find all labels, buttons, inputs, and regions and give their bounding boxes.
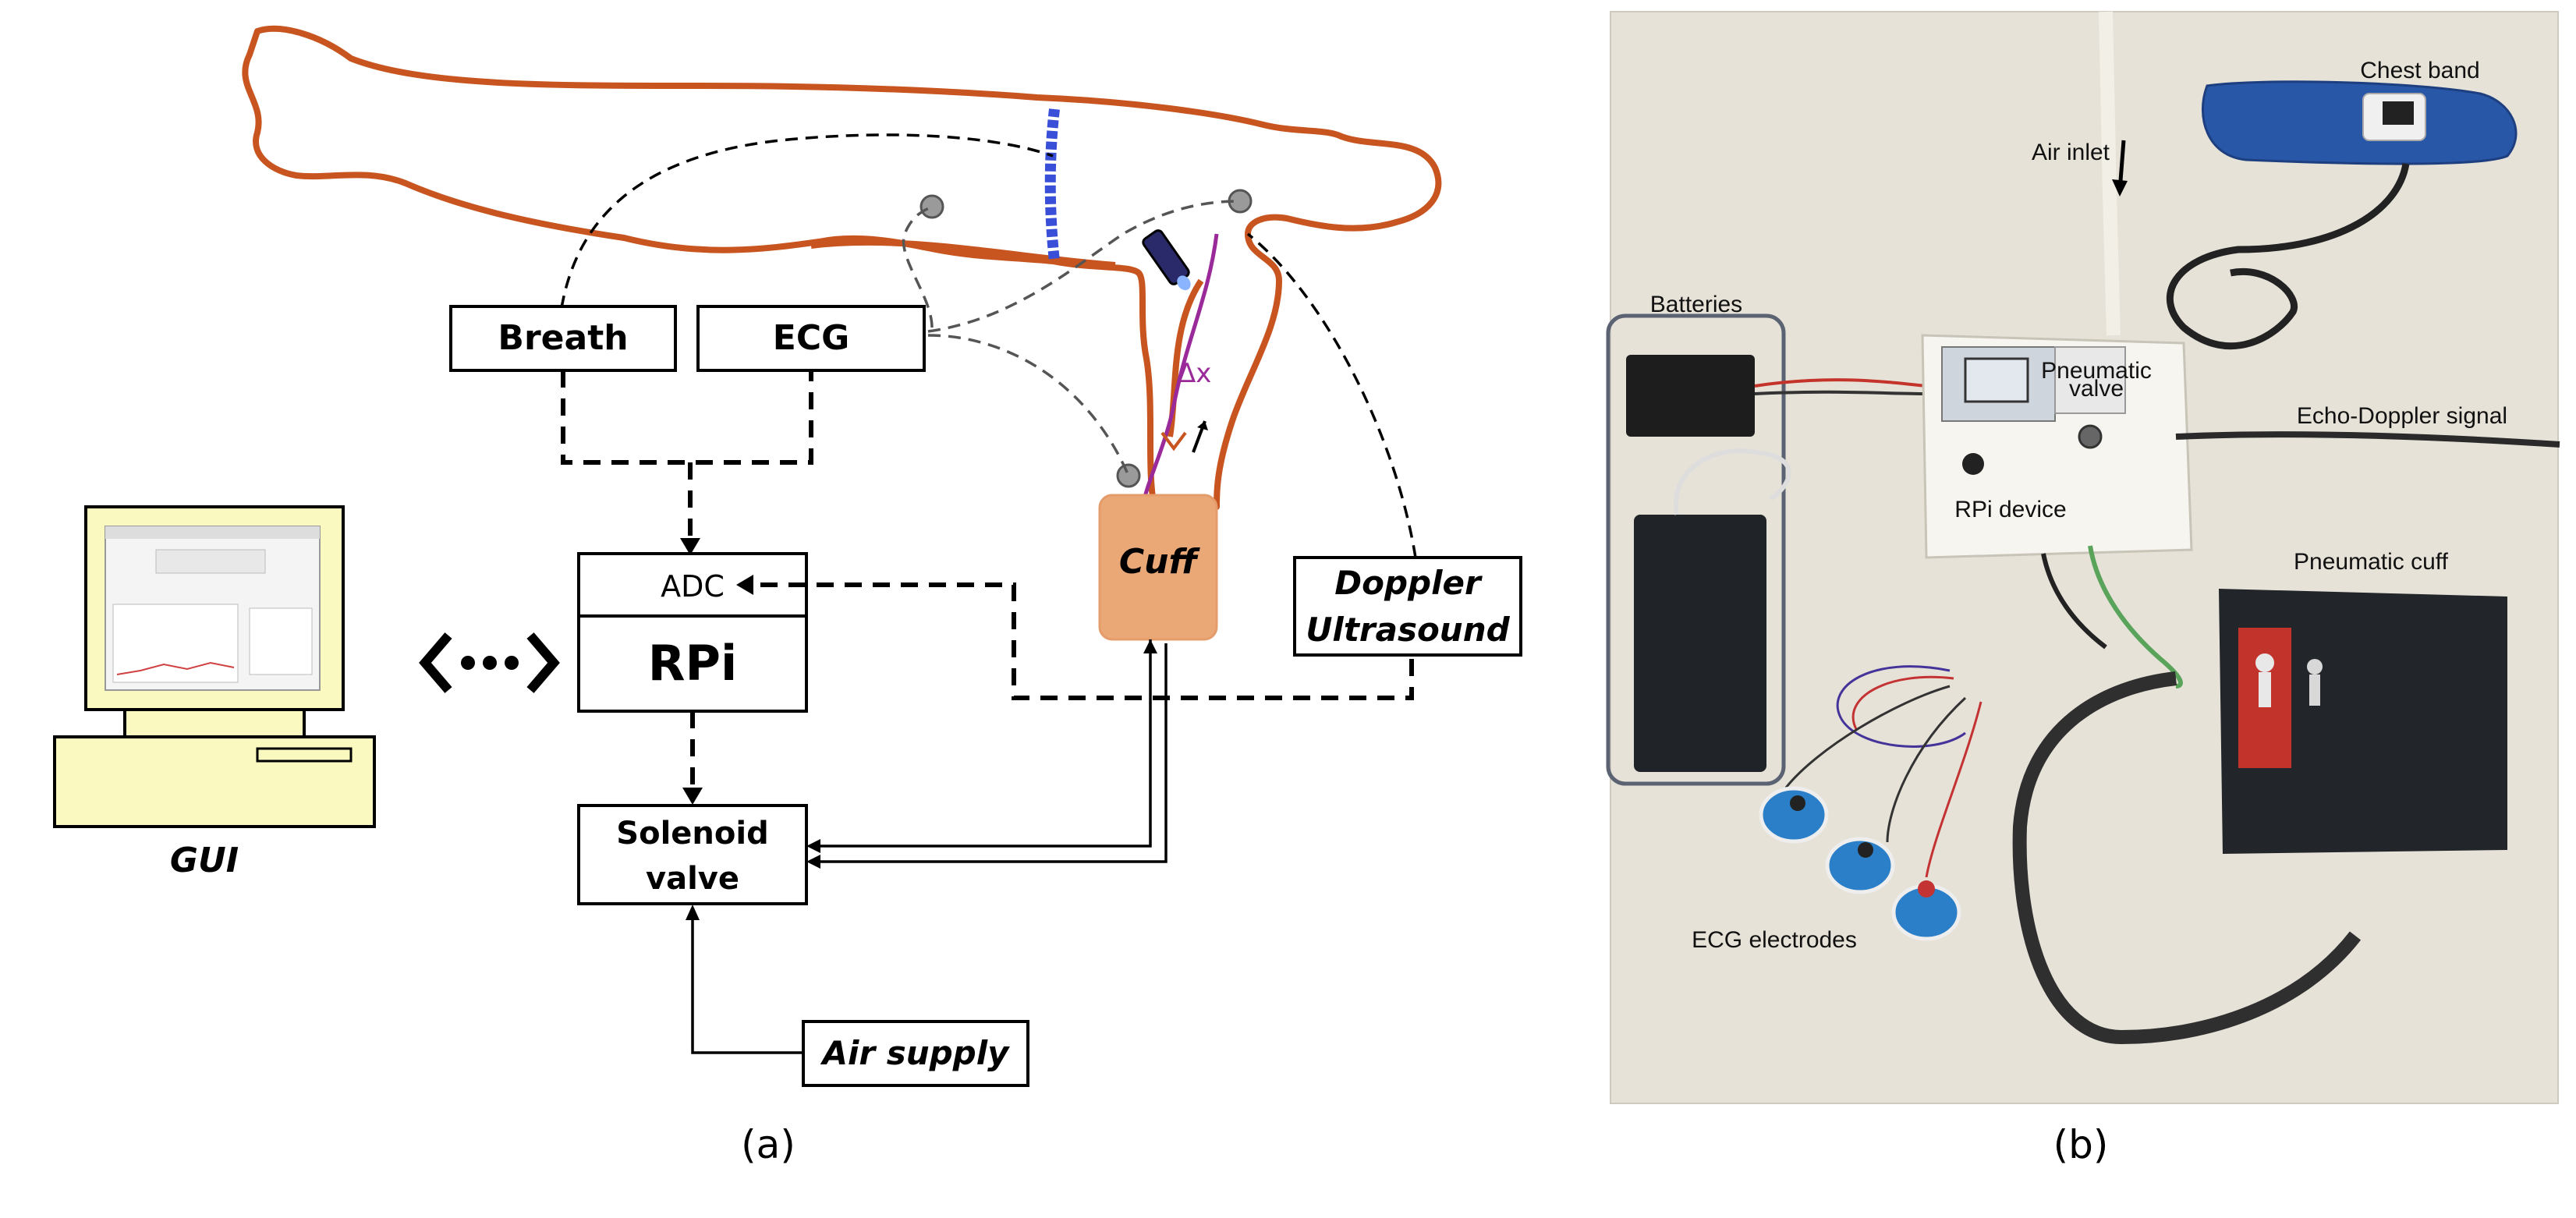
chest-band-photo	[2166, 80, 2518, 350]
batteries-label: Batteries	[1650, 292, 1742, 317]
breath-connector	[560, 133, 1054, 309]
air-inlet-arrowhead-icon	[2112, 179, 2128, 197]
solenoid-valve-block	[577, 804, 808, 905]
ecg-lead-2	[927, 200, 1241, 333]
chest-band-label: Chest band	[2360, 58, 2479, 83]
adc-arrowhead-icon	[736, 575, 753, 595]
gui-label: GUI	[170, 841, 239, 880]
doppler-ultrasound-block	[1293, 556, 1522, 657]
ecg-lead-1	[902, 205, 934, 328]
pneumatic-valve-label-line2: valve	[2069, 376, 2124, 402]
doppler-to-adc	[747, 582, 1414, 700]
doppler-label-line2: Ultrasound	[1306, 611, 1510, 649]
pneumatic-valve-label-line1: Pneumatic	[2041, 358, 2152, 384]
adc-label: ADC	[661, 569, 725, 604]
panel-a-caption: (a)	[741, 1122, 795, 1167]
air-line-1	[811, 639, 1152, 848]
chest-band-mark	[1044, 108, 1060, 262]
cuff-label: Cuff	[1119, 542, 1201, 582]
photo-background	[1610, 12, 2558, 1103]
pneumatic-cuff-label: Pneumatic cuff	[2294, 549, 2449, 575]
ecg-block	[696, 305, 926, 372]
cuff-block	[1098, 494, 1218, 641]
air-inlet-label: Air inlet	[2032, 140, 2110, 165]
echo-doppler-cable	[2175, 431, 2560, 448]
air-arrowhead-2-icon	[806, 855, 820, 869]
air-supply-arrowhead-icon	[686, 905, 700, 920]
solenoid-label-line2: valve	[646, 861, 739, 897]
signal-bus	[561, 370, 813, 465]
ecg-electrode-dot	[1116, 463, 1141, 488]
panel-b-caption: (b)	[2053, 1122, 2109, 1167]
air-supply-line	[691, 916, 803, 1054]
air-line-2	[811, 643, 1168, 863]
battery-large	[1634, 515, 1766, 772]
cuff-arrowhead-icon	[1143, 639, 1157, 653]
ecg-lead-3	[927, 334, 1130, 476]
doppler-label-line1: Doppler	[1334, 564, 1483, 602]
pneumatic-cuff-photo	[2219, 589, 2507, 854]
cuff-hose	[2012, 671, 2362, 1045]
rpi-device-photo	[1921, 334, 2193, 559]
bidirectional-link-icon	[419, 632, 560, 693]
echo-doppler-label: Echo-Doppler signal	[2297, 403, 2507, 429]
solenoid-label-line1: Solenoid	[616, 816, 768, 852]
body-leg-line	[810, 239, 1116, 268]
air-arrowhead-1-icon	[806, 839, 820, 853]
ecg-electrodes-label: ECG electrodes	[1692, 927, 1857, 953]
panel-b: Chest band Air inlet Batteries Pneumatic…	[1606, 11, 2560, 1167]
ecg-electrode-dot	[919, 194, 944, 219]
ecg-label: ECG	[773, 318, 849, 358]
delta-x-label: Δx	[1178, 358, 1211, 389]
flow-chevron-icon	[1160, 431, 1187, 451]
air-supply-label: Air supply	[820, 1034, 1010, 1072]
air-supply-block	[802, 1020, 1029, 1087]
body-outline	[242, 26, 1442, 510]
doppler-connector	[1246, 232, 1417, 558]
flow-arrowhead-icon	[1197, 421, 1208, 430]
battery-small	[1626, 355, 1755, 437]
rpi-device-label: RPi device	[1954, 497, 2066, 522]
batteries-outline	[1606, 313, 1786, 786]
computer-icon	[53, 505, 376, 828]
artery-line	[1140, 233, 1219, 508]
doppler-probe-icon	[1142, 229, 1191, 291]
breath-label: Breath	[498, 318, 628, 358]
solenoid-arrowhead-icon	[682, 788, 703, 805]
breath-block	[449, 305, 677, 372]
rpi-label: RPi	[648, 635, 737, 692]
air-inlet-tube	[2099, 11, 2121, 336]
bus-arrowhead-icon	[680, 538, 700, 555]
panel-a: Δx Breath ECG A	[53, 26, 1522, 1167]
ecg-electrodes-photo	[1759, 665, 1982, 941]
